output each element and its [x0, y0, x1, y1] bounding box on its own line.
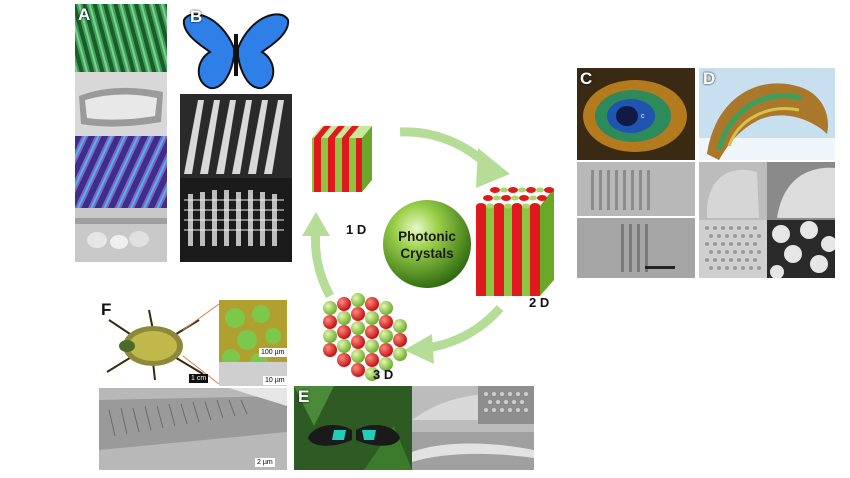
butterfly-left-wing	[182, 13, 235, 90]
panel-e: E	[294, 386, 534, 470]
center-title-line1: Photonic	[398, 229, 456, 244]
panel-d-images	[699, 68, 835, 278]
label-1d: 1 D	[346, 222, 367, 237]
panel-a: A	[75, 4, 167, 262]
panel-b: B	[180, 4, 292, 262]
panel-f-images	[99, 300, 287, 470]
crystal-2d	[476, 187, 554, 296]
photonic-cycle-diagram	[302, 126, 554, 381]
panel-e-images	[294, 386, 534, 470]
panel-d-label: D	[703, 69, 716, 88]
crystal-3d	[323, 293, 407, 381]
panel-a-label: A	[78, 5, 91, 24]
scale-10um: 10 µm	[263, 376, 287, 385]
panel-e-label: E	[298, 387, 310, 406]
panel-c: c C	[577, 68, 695, 278]
arrowhead-to-2d	[476, 148, 510, 188]
arrow-2d-to-3d	[425, 305, 504, 353]
photonic-sphere	[383, 200, 471, 288]
svg-text:c: c	[641, 113, 645, 120]
panel-a-images	[75, 4, 167, 262]
arrow-3d-to-1d	[310, 227, 334, 299]
scale-1cm: 1 cm	[189, 374, 209, 383]
scale-100um: 100 µm	[259, 348, 287, 357]
panel-c-images: c	[577, 68, 695, 278]
scale-2um: 2 µm	[255, 458, 275, 467]
arrowhead-to-3d	[404, 334, 434, 364]
caterpillar	[707, 83, 828, 160]
panel-c-label: C	[580, 69, 593, 88]
panel-b-label: B	[190, 7, 203, 26]
arrowhead-to-1d	[302, 212, 330, 236]
panel-f: F 1 cm 100 µm 10 µm 2 µm	[99, 300, 287, 470]
butterfly-right-wing	[237, 13, 290, 90]
label-2d: 2 D	[529, 295, 550, 310]
crystal-1d	[312, 126, 372, 192]
arrow-1d-to-2d	[399, 127, 492, 170]
panel-b-images	[180, 4, 292, 262]
panel-d: D	[699, 68, 835, 278]
label-3d: 3 D	[373, 367, 394, 382]
center-title: Photonic Crystals	[381, 228, 473, 262]
panel-f-label: F	[101, 300, 112, 319]
center-title-line2: Crystals	[400, 246, 454, 261]
